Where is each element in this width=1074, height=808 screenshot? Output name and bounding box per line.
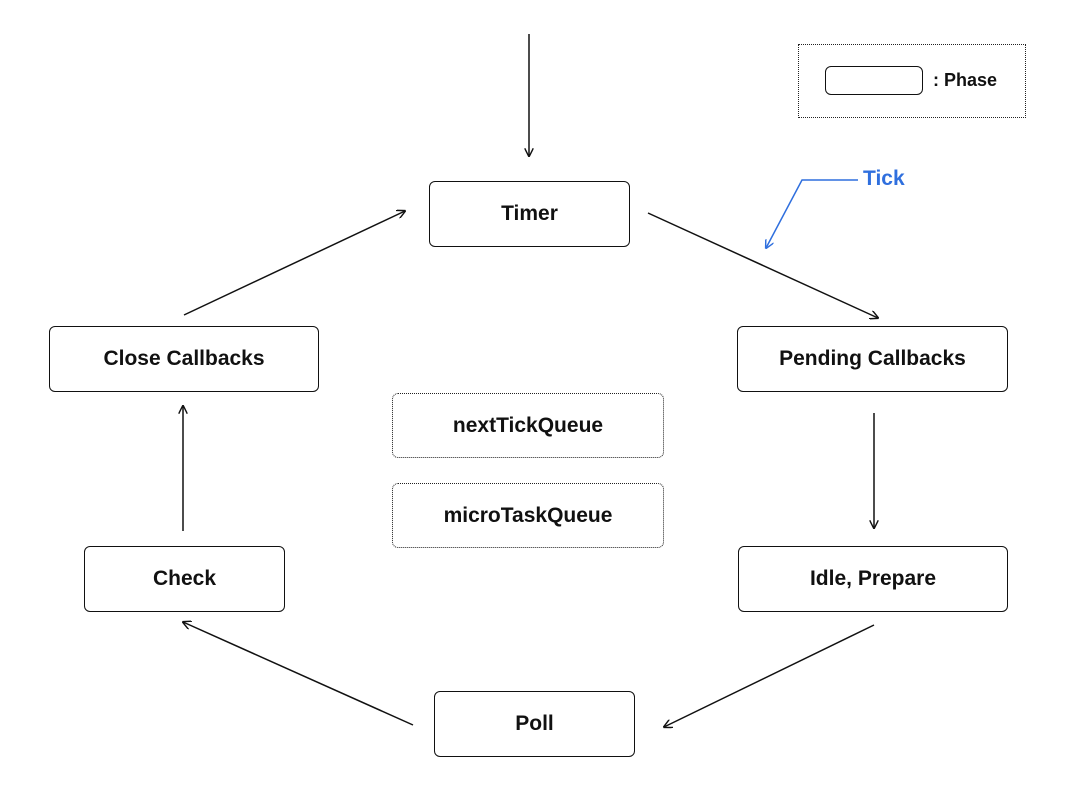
phase-check: Check: [84, 546, 285, 612]
arrow-poll-to-check: [183, 622, 414, 726]
phase-pending-callbacks: Pending Callbacks: [737, 326, 1008, 392]
phase-idle-prepare: Idle, Prepare: [738, 546, 1008, 612]
tick-pointer-arrow: [766, 179, 858, 248]
phase-poll: Poll: [434, 691, 635, 757]
arrow-timer-to-pending: [647, 212, 878, 318]
phase-timer: Timer: [429, 181, 630, 247]
legend-box: : Phase: [798, 44, 1026, 118]
next-tick-queue: nextTickQueue: [392, 393, 664, 458]
legend-phase-swatch: [825, 66, 923, 95]
phase-close-callbacks: Close Callbacks: [49, 326, 319, 392]
tick-label: Tick: [863, 167, 905, 190]
micro-task-queue: microTaskQueue: [392, 483, 664, 548]
legend-label: : Phase: [933, 70, 998, 90]
arrow-idle-to-poll: [664, 624, 875, 727]
arrow-close-to-timer: [183, 211, 405, 316]
